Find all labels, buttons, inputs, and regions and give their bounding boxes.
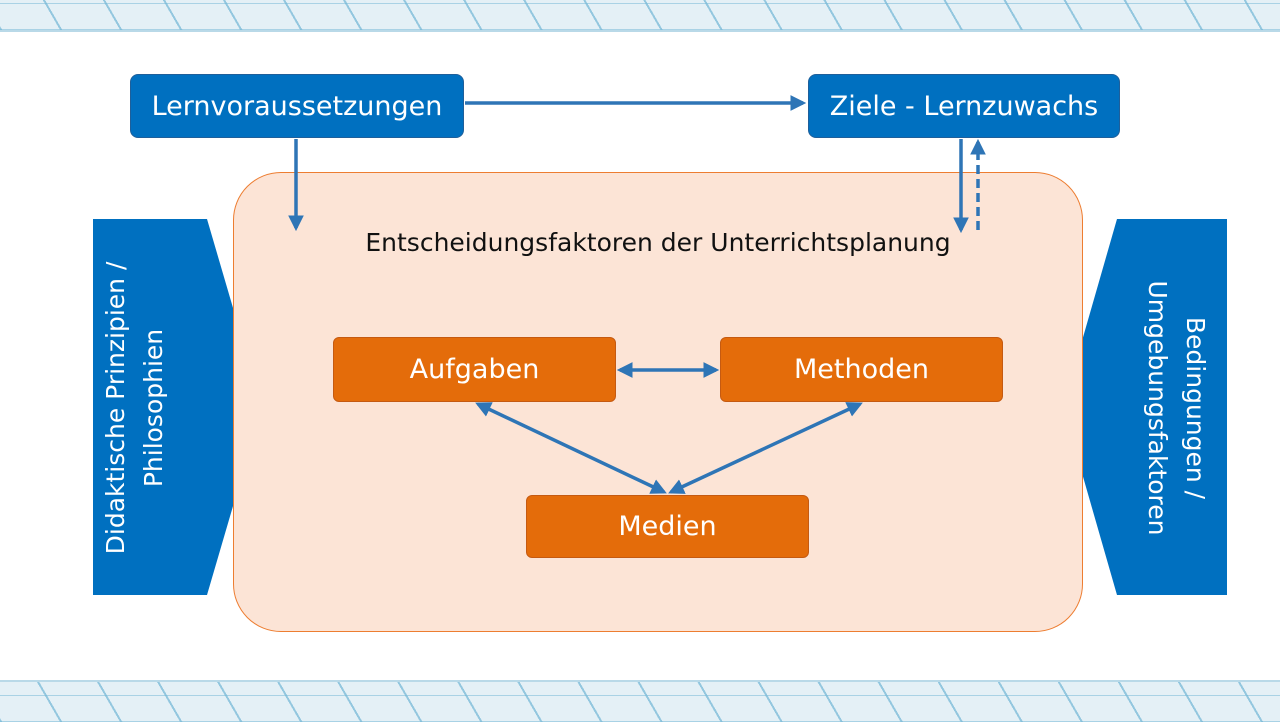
panel-title: Entscheidungsfaktoren der Unterrichtspla… bbox=[365, 228, 951, 257]
decorative-top-band bbox=[0, 0, 1280, 32]
right-chevron-shape bbox=[1063, 219, 1227, 595]
learning-prerequisites-box: Lernvoraussetzungen bbox=[130, 74, 464, 138]
arrow-tasks-media bbox=[475, 402, 667, 494]
decorative-bottom-band bbox=[0, 680, 1280, 722]
left-chevron-shape bbox=[93, 219, 262, 595]
tasks-node: Aufgaben bbox=[333, 337, 616, 402]
arrow-methods-media bbox=[668, 402, 863, 494]
media-node: Medien bbox=[526, 495, 809, 558]
methods-node: Methoden bbox=[720, 337, 1003, 402]
learning-goals-box: Ziele - Lernzuwachs bbox=[808, 74, 1120, 138]
